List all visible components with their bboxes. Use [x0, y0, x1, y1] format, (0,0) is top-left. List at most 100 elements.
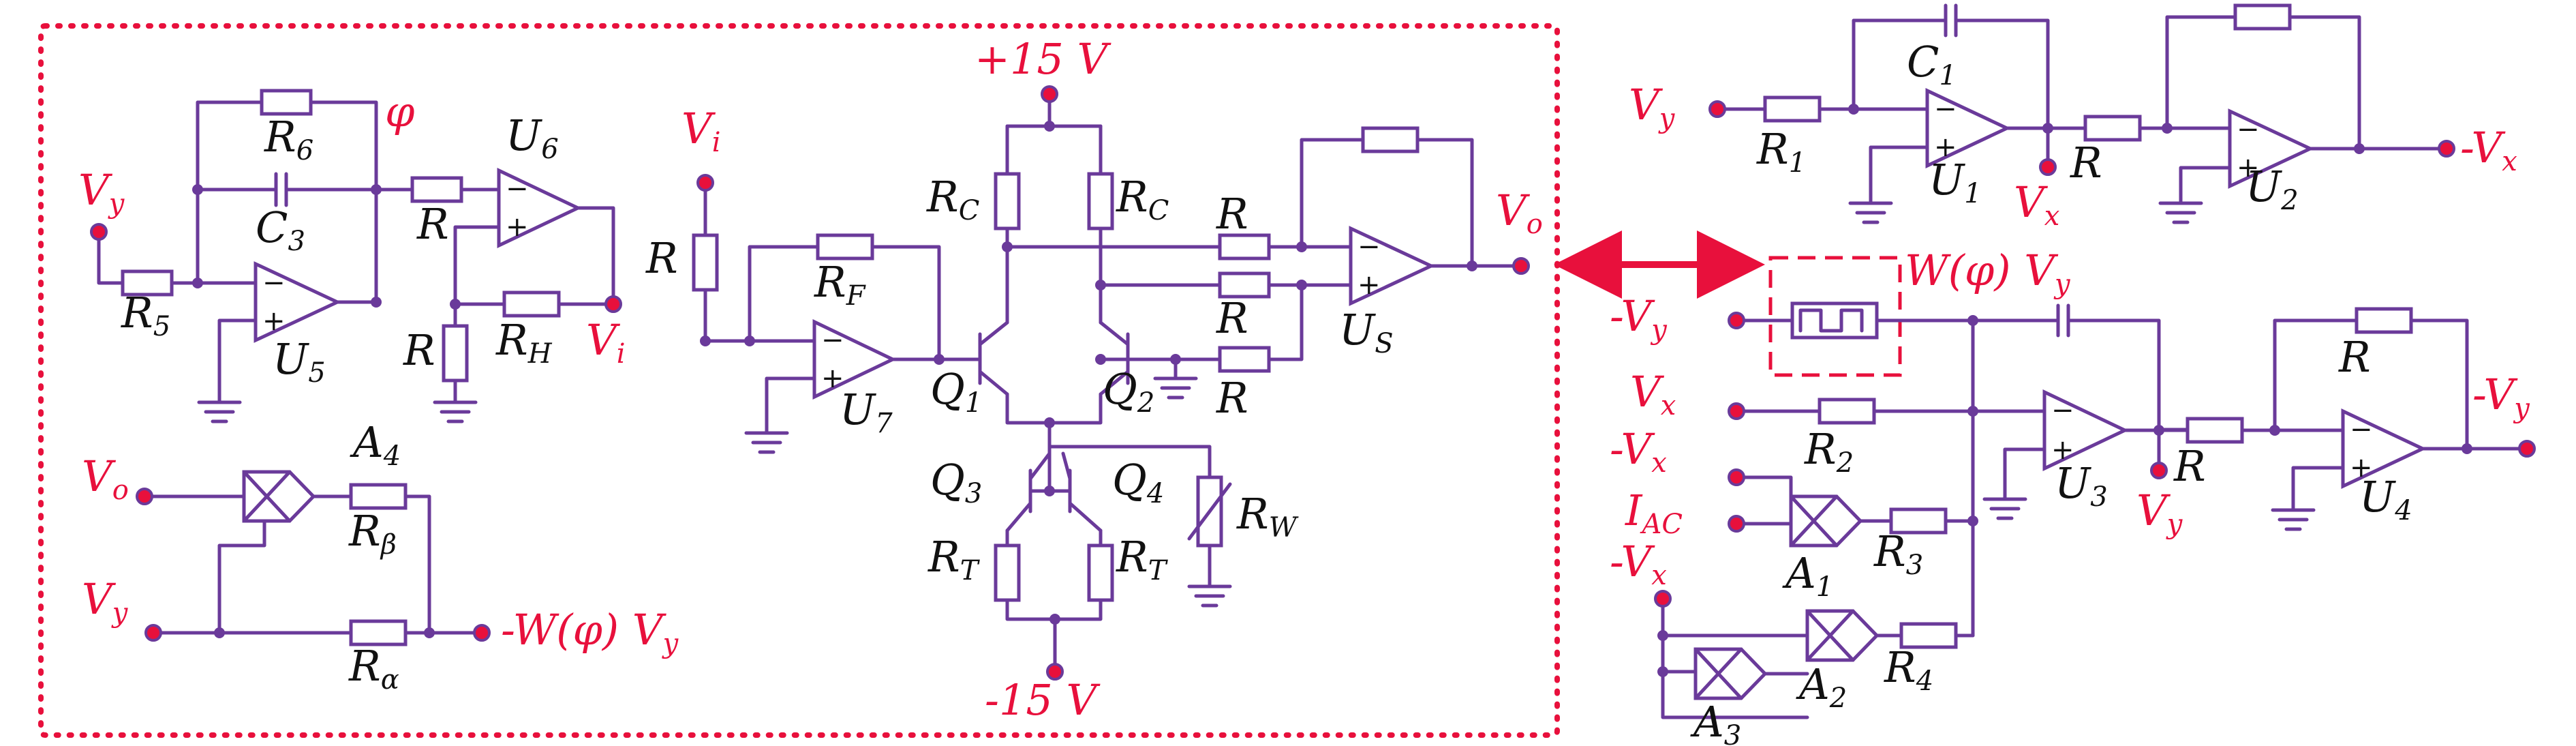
resistor-r-u4in — [2186, 417, 2244, 444]
signal-mvx-in2: -Vx — [1610, 537, 1667, 591]
signal-minus15: -15 V — [985, 675, 1101, 725]
svg-text:+: + — [506, 211, 529, 243]
signal-vx-u1: Vx — [2014, 177, 2059, 232]
label-r-u4fb: R — [2338, 332, 2371, 382]
svg-text:+: + — [2350, 452, 2373, 483]
section-differential-amp: − + — [692, 85, 1530, 681]
ground-symbol — [1187, 584, 1232, 608]
label-rf: RF — [814, 257, 866, 312]
resistor-r1 — [1763, 95, 1822, 123]
resistor-r-s1 — [1218, 233, 1271, 260]
label-r3: R3 — [1873, 526, 1923, 581]
signal-vo-us: Vo — [1496, 185, 1543, 240]
resistor-r-gnd6 — [442, 324, 469, 383]
signal-vi-out: Vi — [586, 315, 626, 370]
resistor-r-us-fb — [1361, 126, 1420, 153]
label-q2: Q2 — [1103, 364, 1154, 419]
resistor-rbeta — [349, 483, 408, 510]
terminal-mvx-in2 — [1654, 590, 1672, 608]
label-u1: U1 — [1929, 155, 1982, 209]
label-rt-right: RT — [1116, 532, 1169, 586]
label-r2: R2 — [1804, 424, 1854, 479]
svg-text:+: + — [2051, 434, 2074, 466]
signal-iac: IAC — [1625, 486, 1683, 540]
terminal-w-out — [473, 624, 491, 642]
signal-mvy-out: -Vy — [2472, 370, 2530, 424]
label-r4: R4 — [1884, 642, 1933, 697]
signal-vy-a4: Vy — [82, 574, 129, 629]
label-a1: A1 — [1782, 548, 1833, 603]
svg-text:+: + — [821, 363, 844, 394]
label-u7: U7 — [840, 385, 893, 439]
signal-vi-u7: Vi — [681, 104, 721, 158]
resistor-r-s3 — [1218, 346, 1271, 373]
label-u6: U6 — [506, 110, 559, 165]
label-q3: Q3 — [930, 455, 982, 509]
label-rt-left: RT — [927, 532, 981, 586]
module-boundary — [38, 23, 1560, 738]
ground-symbol — [433, 400, 478, 423]
label-phi: φ — [385, 87, 415, 136]
label-u2: U2 — [2245, 162, 2299, 216]
w-phi-block-outline — [1768, 256, 1902, 377]
ground-symbol — [2158, 201, 2203, 224]
label-c3: C3 — [256, 203, 305, 257]
label-r-gnd6: R — [403, 325, 435, 375]
signal-vx-in: Vx — [1630, 367, 1676, 421]
signal-mvx-in1: -Vx — [1610, 424, 1667, 479]
label-r-s2: R — [1216, 293, 1248, 343]
resistor-rh — [502, 290, 561, 318]
multiplier-a4 — [242, 470, 316, 523]
label-r6: R6 — [264, 112, 313, 166]
label-rbeta: Rβ — [348, 506, 397, 561]
terminal-mvy-out — [2518, 440, 2536, 458]
terminal-vi-u7 — [696, 174, 714, 192]
svg-text:+: + — [1358, 269, 1381, 301]
label-r-u7in: R — [645, 233, 678, 283]
section-a4 — [136, 470, 491, 646]
terminal-vo-a4 — [136, 488, 153, 505]
signal-labels: Vy Vi Vo Vy -W(φ) Vy Vi Vo +15 V -15 V V… — [78, 34, 2530, 725]
section-u5-u6: − + − + — [90, 89, 622, 423]
label-r1: R1 — [1756, 124, 1806, 179]
svg-text:−: − — [821, 325, 844, 356]
label-ralpha: Rα — [348, 641, 399, 696]
multiplier-a2 — [1805, 609, 1880, 662]
terminal-vi-out — [604, 295, 622, 313]
label-c1: C1 — [1907, 37, 1957, 91]
terminal-mvy-in — [1728, 312, 1745, 329]
svg-text:−: − — [1358, 231, 1381, 263]
terminal-iac — [1728, 515, 1745, 533]
label-a4: A4 — [350, 417, 401, 472]
label-rw: RW — [1236, 489, 1299, 543]
component-labels: R5 R6 C3 U5 U6 R R RH φ A4 Rβ Rα R RF U7… — [121, 37, 2412, 746]
resistor-r-u7in — [692, 233, 719, 292]
signal-vo-a4: Vo — [82, 451, 129, 506]
resistor-r4 — [1899, 622, 1958, 649]
svg-text:−: − — [2051, 395, 2074, 426]
resistor-rt-right — [1087, 543, 1114, 602]
label-r-s3: R — [1216, 373, 1248, 423]
opamp-u2 — [2228, 108, 2314, 189]
label-u5: U5 — [273, 334, 326, 389]
terminal-vx-u1 — [2039, 158, 2057, 176]
signal-mvx-u2: -Vx — [2460, 123, 2517, 177]
resistor-r-u4fb — [2355, 307, 2413, 334]
terminal-vy-u3 — [2150, 462, 2168, 479]
ground-symbol — [1982, 497, 2027, 520]
ground-symbol — [744, 431, 789, 454]
section-u1-u2: − + − + — [1708, 3, 2455, 224]
resistor-rc-left — [994, 172, 1021, 230]
resistor-r-u6in — [410, 176, 463, 203]
opamp-u1 — [1925, 88, 2011, 168]
signal-plus15: +15 V — [975, 34, 1112, 84]
opamp-u4 — [2341, 408, 2427, 489]
ground-symbol — [1153, 376, 1198, 400]
label-u4: U4 — [2359, 472, 2412, 526]
terminal-vy-a4 — [144, 624, 162, 642]
transistor-q1 — [978, 320, 1009, 396]
opamp-u7 — [812, 319, 897, 400]
label-us: US — [1339, 305, 1394, 359]
resistor-rc-right — [1087, 172, 1114, 230]
